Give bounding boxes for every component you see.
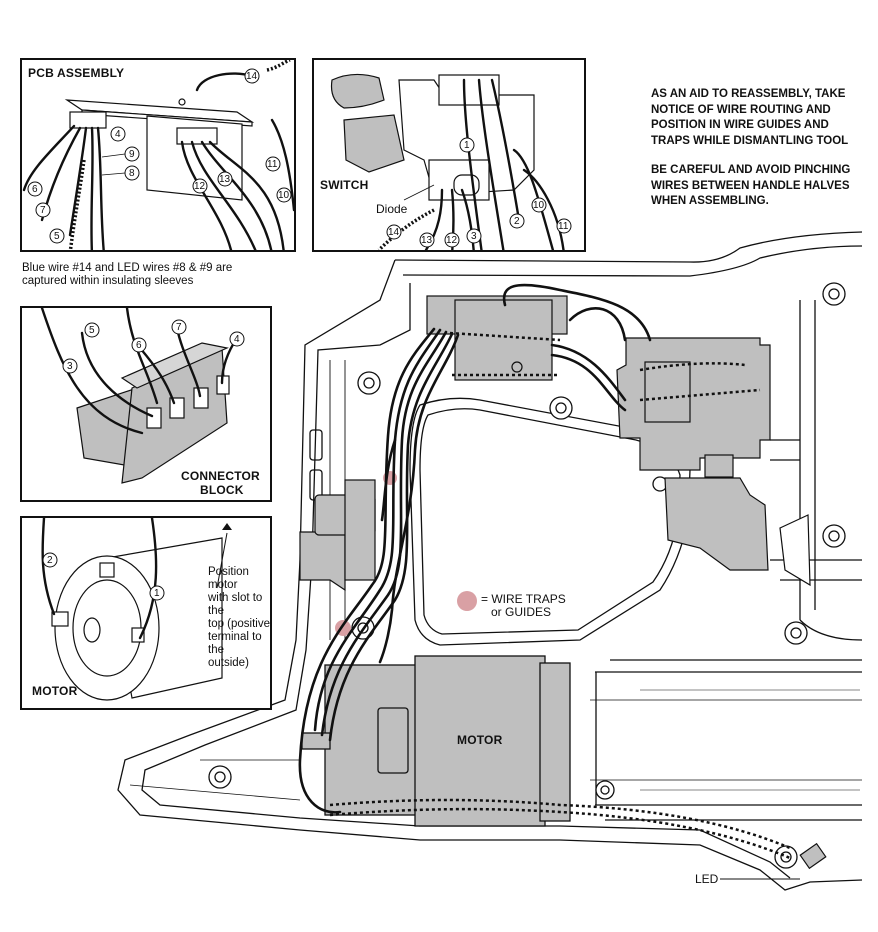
callout-12: 12 (446, 235, 458, 246)
motor-panel-title: MOTOR (32, 684, 78, 698)
callout-3: 3 (67, 361, 73, 372)
callout-6: 6 (32, 184, 38, 195)
legend-line-2: or GUIDES (491, 605, 552, 619)
callout-4: 4 (115, 129, 121, 140)
callout-14: 14 (246, 71, 258, 82)
callout-10: 10 (278, 190, 290, 201)
callout-13: 13 (421, 235, 433, 246)
motor-note-line-3: top (positive (208, 618, 271, 630)
sleeve-caption: Blue wire #14 and LED wires #8 & #9 are … (22, 262, 232, 288)
connector-block-title-line-2: BLOCK (200, 483, 244, 497)
pinch-note-line-2: WIRES BETWEEN HANDLE HALVES (651, 179, 850, 192)
callout-14: 14 (388, 227, 400, 238)
motor-note-line-4: terminal to the (208, 631, 262, 656)
motor-note-line-5: outside) (208, 657, 249, 669)
callout-9: 9 (129, 149, 135, 160)
connector-block-title-line-1: CONNECTOR (181, 469, 260, 483)
diode-label: Diode (376, 202, 408, 216)
legend-line-1: = WIRE TRAPS (481, 592, 566, 606)
motor-detail-drawing (41, 518, 232, 701)
sleeve-caption-line-2: captured within insulating sleeves (22, 275, 194, 287)
callout-1: 1 (464, 140, 470, 151)
reassembly-note-line-2: NOTICE OF WIRE ROUTING AND (651, 103, 831, 116)
pcb-assembly-drawing (22, 60, 294, 250)
pinch-note: BE CAREFUL AND AVOID PINCHING WIRES BETW… (651, 163, 850, 210)
connector-block-drawing (40, 308, 245, 484)
wire-trap-legend-swatch (457, 591, 477, 611)
callout-10: 10 (533, 200, 545, 211)
switch-panel-title: SWITCH (320, 178, 369, 192)
callout-3: 3 (471, 231, 477, 242)
connector-block-panel: 5 7 6 4 3 CONNECTOR BLOCK (20, 306, 272, 502)
callout-8: 8 (129, 168, 135, 179)
motor-note-line-1: Position motor (208, 566, 249, 591)
sleeve-caption-line-1: Blue wire #14 and LED wires #8 & #9 are (22, 262, 233, 274)
main-motor-label: MOTOR (457, 733, 503, 747)
callout-11: 11 (558, 221, 569, 232)
callout-5: 5 (89, 325, 95, 336)
pcb-assembly-panel: PCB ASSEMBLY 14 4 9 8 6 7 5 12 13 11 10 (20, 58, 296, 252)
callout-4: 4 (234, 334, 240, 345)
motor-position-note: Position motor with slot to the top (pos… (208, 566, 271, 670)
callout-7: 7 (40, 205, 46, 216)
pinch-note-line-3: WHEN ASSEMBLING. (651, 195, 769, 207)
reassembly-note-line-4: TRAPS WHILE DISMANTLING TOOL (651, 134, 849, 147)
callout-2: 2 (47, 555, 53, 566)
callout-1: 1 (154, 588, 160, 599)
reassembly-note-line-1: AS AN AID TO REASSEMBLY, TAKE (651, 88, 846, 100)
led-label: LED (695, 872, 719, 886)
motor-note-line-2: with slot to the (208, 592, 263, 617)
callout-11: 11 (267, 159, 278, 170)
callout-2: 2 (514, 216, 520, 227)
reassembly-note: AS AN AID TO REASSEMBLY, TAKE NOTICE OF … (651, 87, 848, 149)
switch-drawing (330, 73, 572, 250)
wire-trap-legend: = WIRE TRAPS or GUIDES (481, 593, 566, 619)
callout-13: 13 (219, 174, 231, 185)
switch-panel: SWITCH Diode 1 14 13 12 3 2 10 11 (312, 58, 586, 252)
callout-5: 5 (54, 231, 60, 242)
callout-12: 12 (194, 181, 206, 192)
reassembly-note-line-3: POSITION IN WIRE GUIDES AND (651, 119, 829, 131)
pcb-panel-title: PCB ASSEMBLY (28, 66, 125, 80)
callout-7: 7 (176, 322, 182, 333)
callout-6: 6 (136, 340, 142, 351)
pinch-note-line-1: BE CAREFUL AND AVOID PINCHING (651, 164, 851, 176)
motor-panel: 2 1 Position motor with slot to the top … (20, 516, 272, 710)
